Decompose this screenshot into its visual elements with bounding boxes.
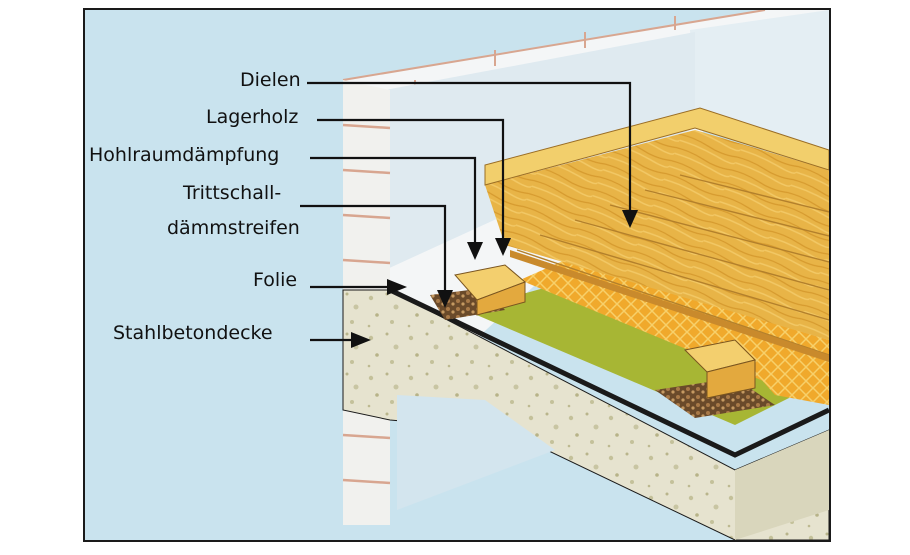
- floorboards: [485, 130, 829, 340]
- slab-side: [735, 430, 829, 540]
- label-trittschall-line1: Trittschall-: [183, 182, 282, 204]
- floor-construction-illustration: [300, 10, 829, 540]
- insulation-right: [753, 340, 829, 405]
- label-stahlbetondecke: Stahlbetondecke: [113, 322, 273, 344]
- label-hohlraumdaempfung: Hohlraumdämpfung: [89, 144, 280, 166]
- leader-arrowheads: [351, 210, 638, 348]
- label-trittschall-line2: dämmstreifen: [167, 217, 300, 239]
- leader-lines: [300, 81, 632, 342]
- label-folie: Folie: [253, 269, 298, 291]
- slab-opening: [397, 395, 555, 510]
- concrete-slab: [342, 289, 829, 540]
- label-dielen: Dielen: [240, 69, 301, 91]
- diagram-frame: Dielen Lagerholz Hohlraumdämpfung Tritts…: [83, 8, 831, 542]
- joist-right-front: [706, 359, 756, 399]
- label-lagerholz: Lagerholz: [206, 106, 299, 128]
- board-edge: [510, 250, 829, 362]
- board-seams: [516, 174, 829, 356]
- joist-left-front: [476, 281, 526, 316]
- foil-layer: [388, 287, 829, 458]
- skirting-board: [484, 107, 829, 186]
